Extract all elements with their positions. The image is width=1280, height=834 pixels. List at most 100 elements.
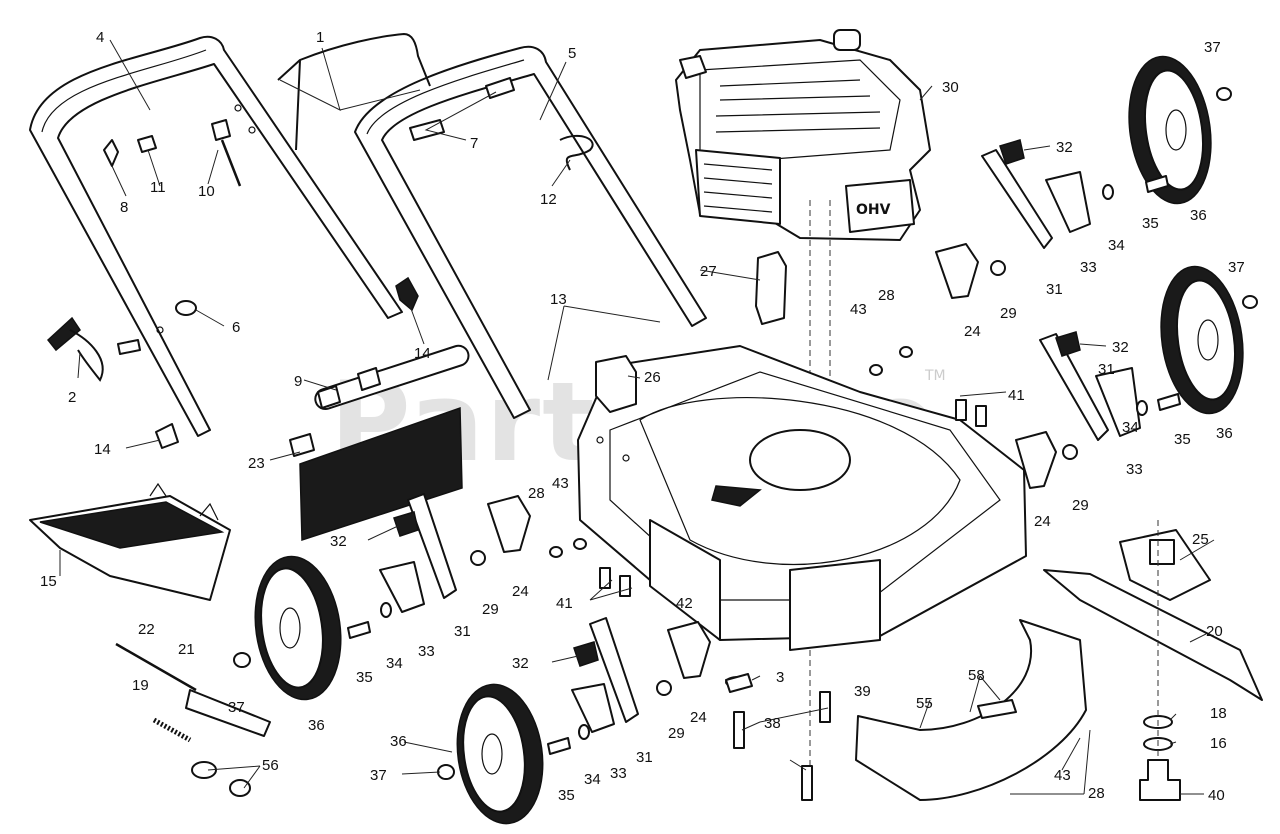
callout: 37: [228, 699, 245, 716]
callout: 24: [512, 583, 529, 600]
bracket-26: [595, 355, 637, 413]
callout: 25: [1192, 531, 1209, 548]
callout: 36: [308, 717, 325, 734]
callout: 41: [1008, 387, 1025, 404]
front-axle-assembly: [115, 642, 271, 743]
callout: 33: [1126, 461, 1143, 478]
callout: 33: [610, 765, 627, 782]
callout: 9: [294, 373, 302, 390]
axle-brackets: [379, 149, 1141, 733]
rear-flap: [289, 344, 470, 542]
callout: 15: [40, 573, 57, 590]
callout: 55: [916, 695, 933, 712]
callout: 43: [850, 301, 867, 318]
handle-knob-right: [395, 276, 419, 312]
callout: 10: [198, 183, 215, 200]
callout: 32: [330, 533, 347, 550]
wheel-rear-right-lower: [1160, 265, 1244, 415]
wheel-rear-right-upper: [1128, 55, 1212, 205]
callout: 58: [968, 667, 985, 684]
callout: 2: [68, 389, 76, 406]
callout: 36: [1190, 207, 1207, 224]
fasteners: [191, 87, 1258, 801]
mulch-plate: [855, 619, 1087, 801]
callout: 31: [636, 749, 653, 766]
mower-deck: [577, 345, 1027, 651]
callout: 36: [1216, 425, 1233, 442]
callout: 38: [764, 715, 781, 732]
callout: 11: [150, 179, 166, 196]
adjuster-grips: [393, 139, 1081, 667]
callout: 36: [390, 733, 407, 750]
callout: 3: [776, 669, 784, 686]
engine-badge-text: OHV: [856, 202, 891, 218]
callout: 40: [1208, 787, 1225, 804]
blade-assembly: [1043, 520, 1263, 801]
callout: 32: [1056, 139, 1073, 156]
callout: 37: [370, 767, 387, 784]
callout: 31: [454, 623, 471, 640]
callout: 4: [96, 29, 104, 46]
callout: 34: [386, 655, 403, 672]
callout: 43: [552, 475, 569, 492]
callout: 5: [568, 45, 576, 62]
wheel-front-left-upper: [254, 555, 342, 701]
callout: 30: [942, 79, 959, 96]
leader-lines: [59, 39, 1215, 795]
clip-3: [725, 673, 753, 693]
callout: 13: [550, 291, 567, 308]
callout: 29: [482, 601, 499, 618]
handle-knob-lower: [155, 423, 179, 449]
callout: 29: [1000, 305, 1017, 322]
callout: 24: [1034, 513, 1051, 530]
callout: 6: [232, 319, 240, 336]
watermark-trademark: TM: [924, 368, 946, 384]
callout: 34: [584, 771, 601, 788]
upper-handle: [29, 35, 403, 437]
callout: 34: [1108, 237, 1125, 254]
callout: 1: [316, 29, 324, 46]
callout: 18: [1210, 705, 1227, 722]
callout: 37: [1204, 39, 1221, 56]
callout: 35: [356, 669, 373, 686]
bracket-27: [755, 251, 787, 325]
callout: 34: [1122, 419, 1139, 436]
callout: 28: [878, 287, 895, 304]
callout: 29: [1072, 497, 1089, 514]
callout: 12: [540, 191, 557, 208]
callout: 20: [1206, 623, 1223, 640]
callout: 32: [512, 655, 529, 672]
engine: OHV: [675, 29, 931, 241]
callout: 28: [528, 485, 545, 502]
callout: 14: [94, 441, 111, 458]
callout: 35: [1142, 215, 1159, 232]
upper-left-hardware: [103, 77, 515, 316]
callout: 27: [700, 263, 717, 280]
callout: 41: [556, 595, 573, 612]
callout: 14: [414, 345, 431, 362]
callout: 33: [418, 643, 435, 660]
callout: 43: [1054, 767, 1071, 784]
callout: 16: [1210, 735, 1227, 752]
callout: 31: [1098, 361, 1115, 378]
callout: 7: [470, 135, 478, 152]
callout: 23: [248, 455, 265, 472]
height-adjusters: [487, 243, 1057, 679]
callout: 26: [644, 369, 661, 386]
callout: 22: [138, 621, 155, 638]
callout: 39: [854, 683, 871, 700]
grass-bag: [29, 482, 231, 601]
callout: 32: [1112, 339, 1129, 356]
callout: 24: [690, 709, 707, 726]
callout: 56: [262, 757, 279, 774]
callout: 19: [132, 677, 149, 694]
callout: 35: [558, 787, 575, 804]
callout: 24: [964, 323, 981, 340]
callout: 29: [668, 725, 685, 742]
callout: 33: [1080, 259, 1097, 276]
callout: 37: [1228, 259, 1245, 276]
callout: 8: [120, 199, 128, 216]
callout: 42: [676, 595, 693, 612]
wheel-front-left-lower: [456, 683, 544, 825]
